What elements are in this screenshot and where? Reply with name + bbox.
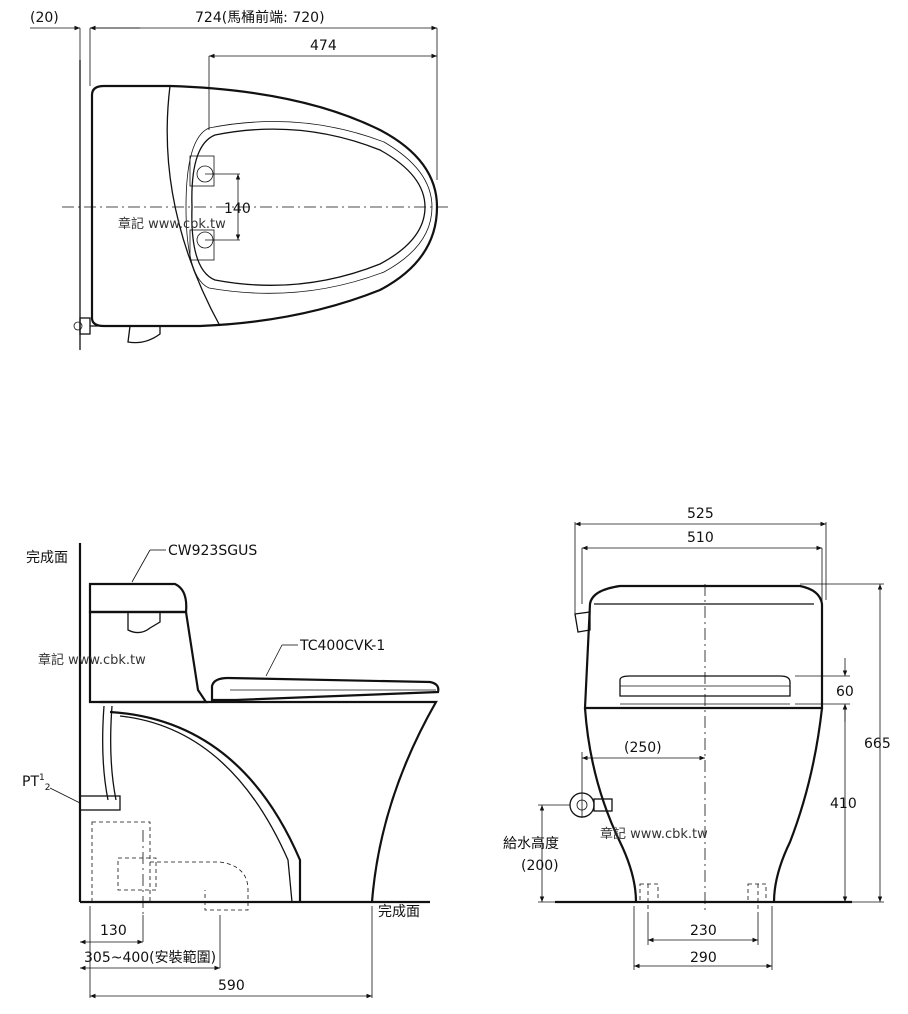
side-wall-label: 完成面 <box>26 550 68 566</box>
side-watermark: 章記 www.cbk.tw <box>38 652 146 668</box>
front-dim-tank-width: 510 <box>687 530 714 546</box>
side-dim-install-range: 305~400(安裝範圍) <box>84 949 216 966</box>
top-dim-total: 724(馬桶前端: 720) <box>195 9 325 26</box>
side-floor-label: 完成面 <box>378 904 420 920</box>
top-watermark: 章記 www.cbk.tw <box>118 216 226 232</box>
front-supply-height-label: 給水高度 <box>503 835 559 852</box>
front-view: 525 510 (250) 60 410 665 給水高度 (200) 章記 w… <box>503 506 891 970</box>
front-dim-seat-thickness: 60 <box>836 684 854 700</box>
front-dim-total-height: 665 <box>864 736 891 752</box>
front-dim-supply-offset: (250) <box>624 740 662 756</box>
front-watermark: 章記 www.cbk.tw <box>600 826 708 842</box>
side-seat-model: TC400CVK-1 <box>299 638 385 654</box>
side-tank-model: CW923SGUS <box>168 543 257 559</box>
side-dim-rough-in: 130 <box>100 923 127 939</box>
side-view: 完成面 完成面 CW923SGUS TC400CVK-1 PT12 <box>22 543 440 999</box>
front-dim-bolt-inner: 230 <box>690 923 717 939</box>
top-dim-seat: 474 <box>310 38 337 54</box>
top-dim-offset: (20) <box>30 10 59 26</box>
side-supply-pipe: PT12 <box>22 773 50 793</box>
top-dim-hinge: 140 <box>224 201 251 217</box>
front-dim-bolt-outer: 290 <box>690 950 717 966</box>
front-supply-height-value: (200) <box>521 858 559 874</box>
front-dim-overall-width: 525 <box>687 506 714 522</box>
side-dim-depth: 590 <box>218 978 245 994</box>
front-dim-seat-height: 410 <box>830 796 857 812</box>
top-view: (20) 724(馬桶前端: 720) 474 140 章記 www.cbk.t… <box>30 9 452 350</box>
